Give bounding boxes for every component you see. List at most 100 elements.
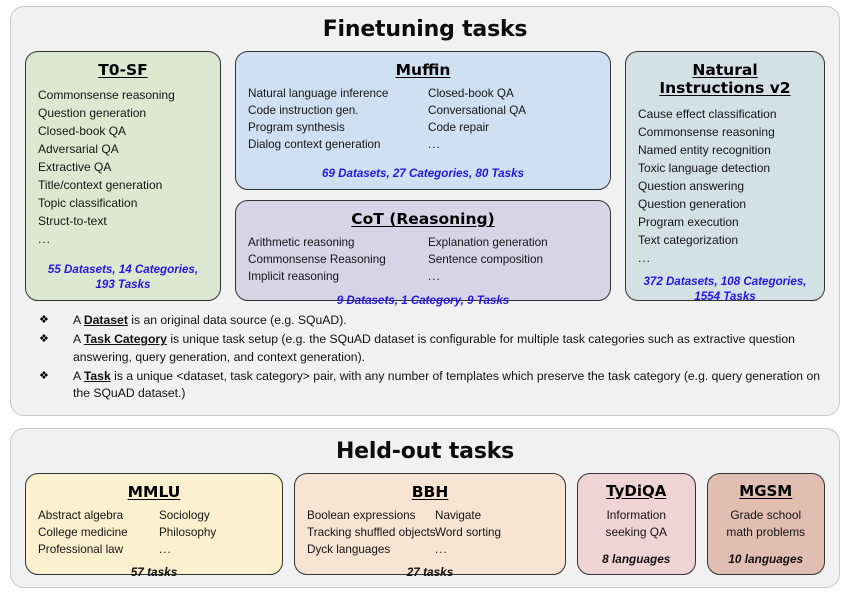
list-item: Navigate bbox=[435, 508, 482, 522]
list-item-ellipsis: ... bbox=[428, 270, 441, 284]
list-item: Abstract algebra bbox=[38, 508, 124, 522]
finetuning-panel-title: Finetuning tasks bbox=[322, 17, 528, 42]
description-line-2: math problems bbox=[726, 525, 806, 540]
card-t0sf-stat: 55 Datasets, 14 Categories, 193 Tasks bbox=[47, 262, 199, 291]
card-t0sf-item-list: Commonsense reasoning Question generatio… bbox=[38, 86, 208, 248]
finetuning-left-column: T0-SF Commonsense reasoning Question gen… bbox=[25, 51, 221, 301]
list-item: Code instruction gen. bbox=[248, 104, 359, 118]
list-item: Cause effect classification bbox=[638, 106, 777, 121]
list-item: Boolean expressions bbox=[307, 508, 416, 522]
card-mmlu[interactable]: MMLU Abstract algebra College medicine P… bbox=[25, 472, 283, 579]
card-muffin-column-1: Natural language inference Code instruct… bbox=[248, 86, 418, 154]
card-muffin[interactable]: Muffin Natural language inference Code i… bbox=[235, 51, 611, 190]
legend-after: is an original data source (e.g. SQuAD). bbox=[127, 313, 347, 327]
legend-after: is a unique <dataset, task category> pai… bbox=[73, 368, 821, 401]
card-niv2-title-line-1: Natural bbox=[692, 61, 758, 79]
card-mgsm-description: Grade school math problems bbox=[720, 507, 813, 541]
card-bbh-column-1: Boolean expressions Tracking shuffled ob… bbox=[307, 508, 436, 559]
list-item: Extractive QA bbox=[38, 160, 112, 175]
held-out-tasks-panel: Held-out tasks MMLU Abstract algebra Col… bbox=[10, 427, 840, 588]
list-item: Named entity recognition bbox=[638, 142, 771, 157]
list-item: College medicine bbox=[38, 525, 128, 539]
list-item: Tracking shuffled objects bbox=[307, 525, 436, 539]
card-muffin-stat: 69 Datasets, 27 Categories, 80 Tasks bbox=[322, 166, 524, 180]
list-item: Topic classification bbox=[38, 196, 138, 211]
card-bbh-stat: 27 tasks bbox=[406, 564, 454, 579]
card-tydiqa-stat: 8 languages bbox=[602, 551, 671, 566]
finetuning-tasks-panel: Finetuning tasks T0-SF Commonsense reaso… bbox=[10, 6, 840, 416]
list-item: Program synthesis bbox=[248, 121, 345, 135]
legend-term: Task Category bbox=[83, 332, 167, 347]
list-item: Natural language inference bbox=[248, 87, 389, 101]
legend-before: A bbox=[73, 313, 84, 327]
list-item: Commonsense Reasoning bbox=[248, 253, 386, 267]
card-muffin-item-list: Natural language inference Code instruct… bbox=[248, 86, 598, 154]
card-tydiqa[interactable]: TyDiQA Information seeking QA 8 language… bbox=[577, 472, 696, 575]
card-tydiqa-title: TyDiQA bbox=[606, 481, 667, 500]
legend-term: Task bbox=[83, 368, 111, 383]
card-niv2-title-line-2: Instructions v2 bbox=[659, 79, 791, 98]
list-item: Arithmetic reasoning bbox=[248, 236, 355, 250]
list-item: Explanation generation bbox=[428, 236, 548, 250]
card-cot-column-2: Explanation generation Sentence composit… bbox=[428, 235, 598, 286]
legend-text-dataset: A Dataset is an original data source (e.… bbox=[73, 312, 825, 329]
list-item: Sentence composition bbox=[428, 253, 543, 267]
list-item: Question answering bbox=[638, 178, 745, 193]
card-cot-column-1: Arithmetic reasoning Commonsense Reasoni… bbox=[248, 235, 418, 286]
list-item: Closed-book QA bbox=[38, 124, 127, 139]
legend-term: Dataset bbox=[83, 313, 128, 327]
list-item: Conversational QA bbox=[428, 104, 527, 118]
description-line-1: Information bbox=[606, 508, 666, 523]
legend-row-dataset: ❖ A Dataset is an original data source (… bbox=[25, 312, 825, 329]
card-muffin-title: Muffin bbox=[395, 61, 451, 79]
card-natural-instructions-v2[interactable]: Natural Instructions v2 Cause effect cla… bbox=[625, 51, 825, 303]
list-item: Program execution bbox=[638, 214, 739, 229]
diamond-bullet-icon: ❖ bbox=[39, 333, 49, 346]
list-item: Toxic language detection bbox=[638, 160, 771, 175]
legend-row-task-category: ❖ A Task Category is unique task setup (… bbox=[25, 331, 825, 366]
list-item: Commonsense reasoning bbox=[638, 124, 775, 139]
list-item: Text categorization bbox=[638, 232, 739, 247]
list-item-ellipsis: ... bbox=[428, 138, 441, 152]
legend-text-task: A Task is a unique <dataset, task catego… bbox=[73, 368, 825, 403]
card-cot[interactable]: CoT (Reasoning) Arithmetic reasoning Com… bbox=[235, 200, 611, 307]
card-mgsm-stat: 10 languages bbox=[728, 551, 804, 566]
list-item-ellipsis: ... bbox=[159, 542, 172, 556]
card-cot-title: CoT (Reasoning) bbox=[351, 210, 495, 228]
list-item: Struct-to-text bbox=[38, 214, 107, 229]
definitions-legend: ❖ A Dataset is an original data source (… bbox=[25, 312, 825, 403]
list-item: Word sorting bbox=[435, 525, 502, 539]
finetuning-middle-column: Muffin Natural language inference Code i… bbox=[235, 51, 611, 307]
card-t0sf[interactable]: T0-SF Commonsense reasoning Question gen… bbox=[25, 51, 221, 301]
card-bbh-title: BBH bbox=[411, 482, 449, 501]
list-item: Commonsense reasoning bbox=[38, 88, 175, 103]
list-item-ellipsis: ... bbox=[38, 232, 52, 247]
diamond-bullet-icon: ❖ bbox=[39, 314, 49, 326]
finetuning-right-column: Natural Instructions v2 Cause effect cla… bbox=[625, 51, 825, 303]
card-mgsm-title: MGSM bbox=[739, 481, 793, 500]
card-t0sf-title: T0-SF bbox=[98, 61, 148, 79]
diamond-bullet-icon: ❖ bbox=[39, 369, 49, 382]
card-muffin-column-2: Closed-book QA Conversational QA Code re… bbox=[428, 86, 598, 154]
description-line-1: Grade school bbox=[730, 508, 802, 523]
list-item: Question generation bbox=[638, 196, 747, 211]
card-mgsm[interactable]: MGSM Grade school math problems 10 langu… bbox=[706, 472, 825, 575]
card-bbh-item-list: Boolean expressions Tracking shuffled ob… bbox=[307, 508, 553, 559]
finetuning-cards-row: T0-SF Commonsense reasoning Question gen… bbox=[25, 51, 825, 307]
card-mmlu-title: MMLU bbox=[127, 482, 181, 501]
card-bbh[interactable]: BBH Boolean expressions Tracking shuffle… bbox=[294, 472, 566, 579]
heldout-cards-row: MMLU Abstract algebra College medicine P… bbox=[25, 472, 825, 579]
card-mmlu-item-list: Abstract algebra College medicine Profes… bbox=[38, 508, 270, 559]
list-item: Philosophy bbox=[159, 525, 217, 539]
heldout-panel-title: Held-out tasks bbox=[335, 438, 515, 464]
list-item: Adversarial QA bbox=[38, 142, 119, 157]
list-item: Closed-book QA bbox=[428, 87, 514, 101]
legend-after: is unique task setup (e.g. the SQuAD dat… bbox=[73, 332, 795, 364]
legend-before: A bbox=[73, 332, 84, 347]
card-niv2-item-list: Cause effect classification Commonsense … bbox=[638, 105, 812, 267]
card-mmlu-column-1: Abstract algebra College medicine Profes… bbox=[38, 508, 149, 559]
card-niv2-title: Natural Instructions v2 bbox=[638, 61, 812, 98]
card-tydiqa-description: Information seeking QA bbox=[590, 507, 683, 541]
list-item: Title/context generation bbox=[38, 178, 163, 193]
